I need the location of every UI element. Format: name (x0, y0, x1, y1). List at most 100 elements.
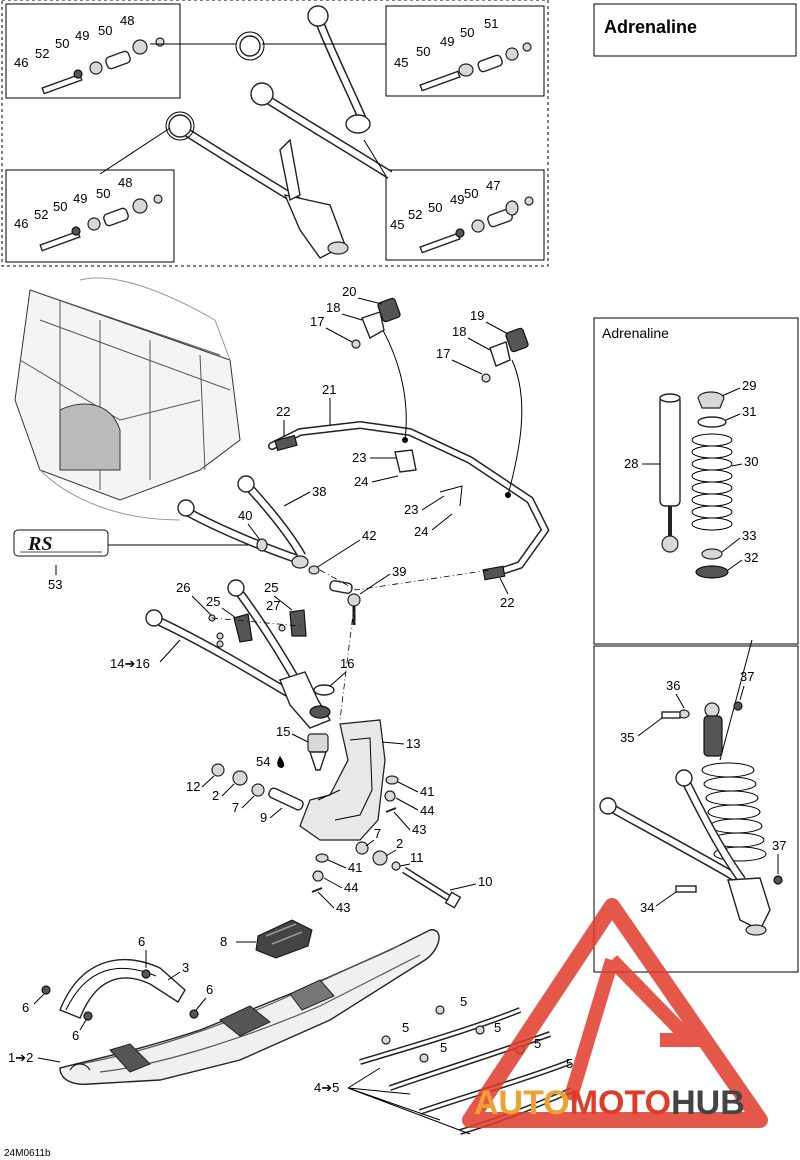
rs-logo-decal: RS (13, 529, 109, 557)
callout-52: 52 (34, 207, 48, 222)
lower-a-arm-drawing (168, 82, 393, 259)
callout-45: 45 (390, 217, 404, 232)
callout-49: 49 (75, 28, 89, 43)
callout-5: 5 (534, 1036, 541, 1051)
bushing-bracket-20 (351, 297, 401, 349)
spacer-7-right (355, 841, 369, 855)
callout-31: 31 (742, 404, 756, 419)
callout-42: 42 (362, 528, 376, 543)
callout-5: 5 (440, 1040, 447, 1055)
callout-22: 22 (500, 595, 514, 610)
o-ring-16 (313, 684, 335, 696)
sway-link-left (379, 324, 407, 441)
callout-41: 41 (420, 784, 434, 799)
nut-44-lower (312, 870, 324, 882)
callout-46: 46 (14, 55, 28, 70)
callout-20: 20 (342, 284, 356, 299)
spacer-stack-left (211, 763, 304, 811)
callout-8: 8 (220, 934, 227, 949)
nut-37-top (733, 701, 743, 711)
callout-2: 2 (396, 836, 403, 851)
nut-37-bottom (773, 875, 783, 885)
callout-37: 37 (772, 838, 786, 853)
header-box (593, 3, 797, 57)
link-bracket-23 (394, 449, 417, 473)
callout-17: 17 (436, 346, 450, 361)
callout-27: 27 (266, 598, 280, 613)
callout-51: 51 (484, 16, 498, 31)
callout-39: 39 (392, 564, 406, 579)
callout-6: 6 (138, 934, 145, 949)
lubricant-drop-54-icon (277, 756, 285, 768)
callout-49: 49 (450, 192, 464, 207)
ski-1-2 (59, 929, 440, 1085)
shock-bracket-25-right (278, 609, 307, 637)
coil-spring-30 (691, 433, 733, 531)
callout-35: 35 (620, 730, 634, 745)
callout-26: 26 (176, 580, 190, 595)
hardware-stack-top-left (41, 37, 165, 95)
callout-19: 19 (470, 308, 484, 323)
callout-10: 10 (478, 874, 492, 889)
callout-47: 47 (486, 178, 500, 193)
callout-44: 44 (344, 880, 358, 895)
arm-inset-box (593, 645, 799, 973)
callout-1-2: 1➔2 (8, 1050, 33, 1065)
callout-48: 48 (118, 175, 132, 190)
callout-50: 50 (428, 200, 442, 215)
callout-54: 54 (256, 754, 270, 769)
callout-29: 29 (742, 378, 756, 393)
shock-assembly-installed (599, 702, 771, 936)
callout-44: 44 (420, 803, 434, 818)
callout-17: 17 (310, 314, 324, 329)
callout-4-5: 4➔5 (314, 1080, 339, 1095)
spring-seat-31 (697, 416, 727, 428)
hardware-box-bottom-left (5, 169, 175, 263)
callout-46: 46 (14, 216, 28, 231)
callout-9: 9 (260, 810, 267, 825)
inset-title: Adrenaline (602, 325, 669, 341)
watermark-text: AUTOMOTOHUB (474, 1084, 745, 1122)
callout-43: 43 (412, 822, 426, 837)
cotter-pin-43-lower (311, 887, 323, 893)
bolt-34 (675, 885, 697, 893)
callout-7: 7 (374, 826, 381, 841)
callout-21: 21 (322, 382, 336, 397)
drawing-code: 24M0611b (4, 1148, 51, 1159)
callout-15: 15 (276, 724, 290, 739)
callout-5: 5 (566, 1056, 573, 1071)
washer-41-lower (315, 853, 329, 863)
upper-a-arm-drawing (239, 5, 371, 134)
washer-11 (391, 861, 401, 871)
ski-handle-3 (59, 959, 186, 1019)
hardware-stack-top-right (419, 42, 532, 92)
spindle-bushing-15 (307, 733, 329, 771)
bushing-2-right (372, 850, 388, 866)
callout-5: 5 (460, 994, 467, 1009)
shock-bracket-25-left (216, 613, 253, 648)
callout-5: 5 (494, 1020, 501, 1035)
vehicle-frame (14, 277, 241, 521)
hardware-box-top-right (385, 5, 545, 97)
sway-link-right (507, 359, 523, 496)
ski-leg-spindle-13 (299, 719, 386, 841)
callout-5: 5 (402, 1020, 409, 1035)
callout-22: 22 (276, 404, 290, 419)
lower-a-arm-14-16 (145, 579, 332, 729)
callout-50: 50 (416, 44, 430, 59)
hardware-box-bottom-right (385, 169, 545, 261)
callout-45: 45 (394, 55, 408, 70)
callout-25: 25 (264, 580, 278, 595)
callout-48: 48 (120, 13, 134, 28)
shock-absorber-28 (659, 393, 681, 553)
svg-text:RS: RS (27, 533, 52, 555)
callout-50: 50 (464, 186, 478, 201)
callout-24: 24 (354, 474, 368, 489)
callout-36: 36 (666, 678, 680, 693)
callout-38: 38 (312, 484, 326, 499)
callout-16: 16 (340, 656, 354, 671)
callout-41: 41 (348, 860, 362, 875)
callout-3: 3 (182, 960, 189, 975)
hardware-stack-bottom-right (419, 196, 534, 254)
